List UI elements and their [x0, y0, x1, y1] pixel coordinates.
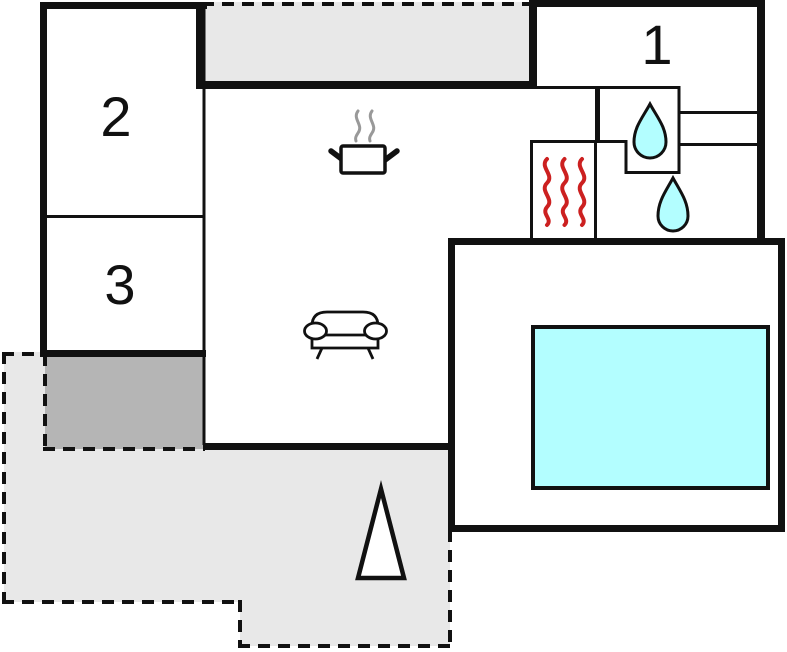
walls — [40, 0, 765, 450]
triangle-marker-icon — [355, 480, 407, 581]
sofa-icon — [303, 310, 388, 360]
cooking-pot-icon — [328, 109, 400, 175]
steam-icon — [354, 109, 362, 143]
balcony-area — [200, 2, 531, 86]
pool-icon — [531, 325, 770, 490]
water-drop-icon — [632, 100, 668, 160]
terrace-dashed-outline — [2, 352, 452, 648]
room-1-label: 1 — [641, 13, 672, 76]
steam-icon — [368, 109, 376, 143]
covered-terrace-area — [45, 355, 203, 449]
radiator-heat-icon — [542, 157, 587, 227]
room-2-label: 2 — [100, 85, 131, 148]
room-3-label: 3 — [104, 253, 135, 316]
water-drop-icon — [656, 174, 690, 233]
